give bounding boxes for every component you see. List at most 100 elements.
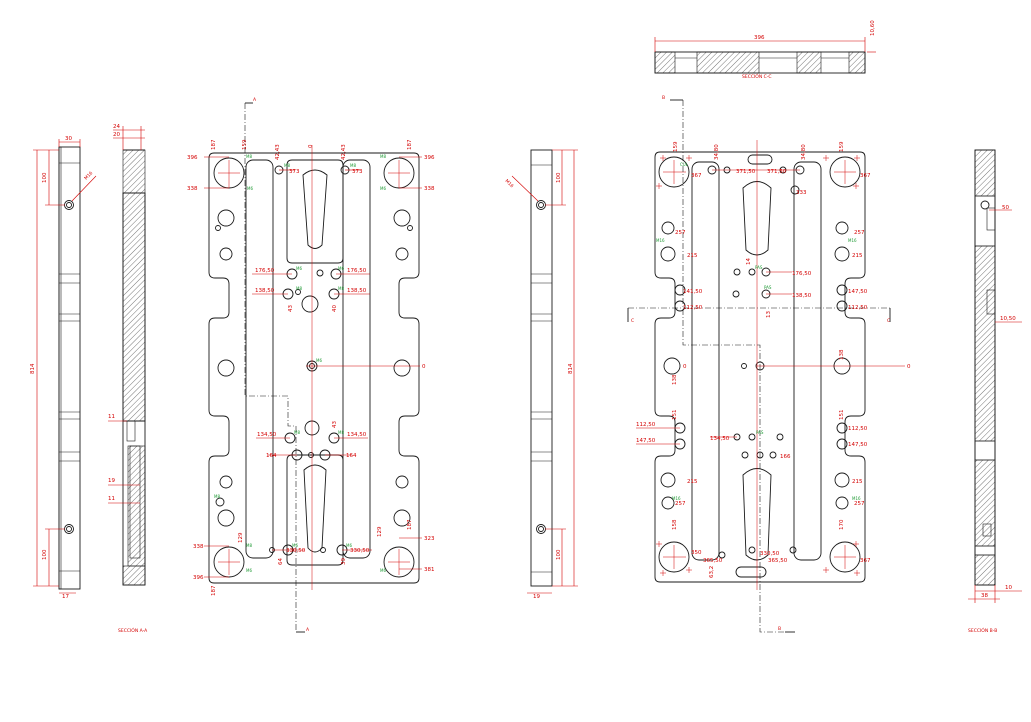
dim-mid: 141,50 [683, 289, 703, 295]
thread-note: M6 [338, 266, 344, 271]
dim-mid-left-b: 138,50 [255, 288, 275, 294]
large-bore [383, 546, 415, 578]
dim-overall: 814 [30, 363, 36, 374]
side-view-outline [530, 149, 553, 587]
side-view-outline [58, 146, 81, 590]
dim-top-pair-left: 373 [289, 169, 300, 175]
dim-corner-tr: 396 [424, 155, 435, 161]
thread-note: M8 [380, 154, 386, 159]
dim-small: 13 [766, 311, 772, 318]
dim-c: 10 [1005, 585, 1012, 591]
dim-row2-right: 338 [424, 186, 435, 192]
dim-mid: 112,50 [636, 422, 656, 428]
note: PAS [756, 430, 764, 435]
dim-top: 100 [556, 172, 562, 183]
dim-top-v-right: 34,80 [801, 144, 807, 160]
dim-bottom-pair-right: 330,50 [350, 548, 370, 554]
large-bore [658, 541, 690, 573]
plate-outline [208, 152, 420, 584]
dim-thickness: 24 [113, 124, 120, 130]
thread-note: M8 [350, 163, 356, 168]
thread-note: M6 [247, 186, 253, 191]
dim-mid-right-a: 176,50 [347, 268, 367, 274]
dim-corner: 257 [675, 501, 686, 507]
dim-small: 138 [672, 374, 678, 385]
dim-corner: 215 [852, 253, 863, 259]
dim-bottom-width: 17 [62, 594, 69, 600]
mount-hole [64, 200, 74, 210]
dim-mid: 147,50 [848, 289, 868, 295]
dim-top: 100 [42, 172, 48, 183]
dim-mid: 19 [108, 478, 115, 484]
slot [691, 161, 720, 561]
dim-bottom-v-right2: 187 [407, 519, 413, 530]
dim-top-v-left: 187 [211, 139, 217, 150]
mount-hole [536, 524, 546, 534]
pocket [302, 169, 328, 249]
dim-bottom-width: 19 [533, 594, 540, 600]
dim-bottom: 330,50 [760, 551, 780, 557]
note: M16 [852, 496, 861, 501]
thread-note: M8 [246, 154, 252, 159]
dim-corner: 215 [687, 479, 698, 485]
dim-corner-v: 159 [839, 141, 845, 152]
dim-mid: 112,50 [848, 426, 868, 432]
dim-small: 40 [332, 305, 338, 312]
dim-bottom-right-a: 323 [424, 536, 435, 542]
dim-mid: 147,50 [848, 442, 868, 448]
dim-bottom-v-right: 129 [377, 526, 383, 537]
dim-bottom: 367 [860, 558, 871, 564]
note: CUL [680, 162, 689, 167]
dim-bottom: 100 [42, 549, 48, 560]
dim-a: 50 [1002, 205, 1009, 211]
dim-top-pair-right: 373 [352, 169, 363, 175]
dim-mid: 112,50 [683, 305, 703, 311]
dim-small-2: 42,43 [341, 144, 347, 160]
dim-small: 63,2 [709, 566, 715, 578]
front-view-right: B B C C 34,80 34,80 371,50 371,50 159 15… [627, 95, 911, 633]
dim-b: 10,50 [1000, 316, 1016, 322]
dim-corner: 215 [852, 479, 863, 485]
dim-mid-right-b: 138,50 [347, 288, 367, 294]
large-bore [829, 541, 861, 573]
thread-note: M8 [284, 163, 290, 168]
dim-center: 0 [422, 364, 426, 370]
dim-small: 14 [746, 258, 752, 265]
dim-small: 39 [341, 558, 347, 565]
dim-small: 43 [332, 421, 338, 428]
thread-note: M6 [296, 266, 302, 271]
large-bore [658, 156, 690, 188]
dim-overall: 814 [568, 363, 574, 374]
dim-mid: 112,50 [848, 305, 868, 311]
thread-note: M6 [316, 358, 322, 363]
dim-corner: 215 [687, 253, 698, 259]
dim-bottom-v-left2: 187 [211, 585, 217, 596]
dim-center: 0 [907, 364, 911, 370]
section-aa: 24 20 11 19 11 SECCIÓN A-A [108, 124, 148, 634]
dim-corner-tl: 396 [187, 155, 198, 161]
note: PAS [755, 265, 763, 270]
dim-corner: 257 [854, 230, 865, 236]
dim-height: 10,60 [870, 20, 876, 36]
section-label-aa: SECCIÓN A-A [118, 627, 148, 634]
cut-marker-c-right: C [887, 318, 890, 324]
dim-low-right-b: 164 [346, 453, 357, 459]
dim-small: 151 [672, 410, 678, 421]
section-label-bb: SECCIÓN B-B [968, 627, 997, 634]
thread-note: M8 [338, 430, 344, 435]
dim-mid: 176,50 [792, 271, 812, 277]
dim-mid-bottom: 11 [108, 496, 115, 502]
dim-width: 396 [754, 35, 765, 41]
thread-note: M8 [246, 543, 252, 548]
hatched-section [122, 149, 146, 194]
dim-corner: 257 [675, 230, 686, 236]
dim-bottom-right-b: 381 [424, 567, 435, 573]
dim-top-v-left: 34,80 [714, 144, 720, 160]
dim-low-right: 134,50 [347, 432, 367, 438]
note: M16 [672, 496, 681, 501]
thread-note: M8 [338, 286, 344, 291]
dim-bottom-left-a: 338 [193, 544, 204, 550]
dim-mid-top: 11 [108, 414, 115, 420]
dim-small: 170 [839, 519, 845, 530]
dim-center-top: 0 [308, 144, 314, 148]
